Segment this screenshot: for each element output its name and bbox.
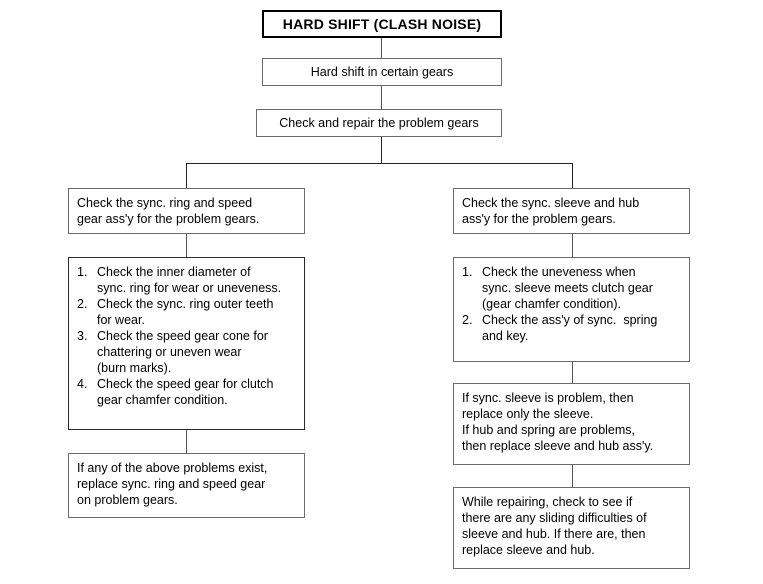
connector-title-to-symptom: [381, 38, 382, 58]
connector-symptom-to-action: [381, 86, 382, 109]
left-step-number-3: 3.: [77, 329, 88, 343]
flowchart-title-box: HARD SHIFT (CLASH NOISE): [262, 10, 502, 38]
connector-split-to-left-branch: [186, 163, 187, 188]
left-step-item-4: 4. Check the speed gear for clutch gear …: [77, 376, 296, 408]
left-step-item-2: 2. Check the sync. ring outer teeth for …: [77, 296, 296, 328]
connector-action-to-split: [381, 137, 382, 164]
right-note-line-3: sleeve and hub. If there are, then: [462, 527, 646, 541]
left-step-number-1: 1.: [77, 265, 88, 279]
left-step-3-line-2: chattering or uneven wear: [97, 345, 242, 359]
right-step-1-line-1: Check the uneveness when: [482, 265, 636, 279]
right-step-1-line-2: sync. sleeve meets clutch gear: [482, 281, 653, 295]
action-label: Check and repair the problem gears: [279, 116, 479, 130]
right-step-1-line-3: (gear chamfer condition).: [482, 297, 621, 311]
connector-split-horizontal: [186, 163, 573, 164]
right-result-line-3: If hub and spring are problems,: [462, 423, 636, 437]
symptom-box: Hard shift in certain gears: [262, 58, 502, 86]
left-step-2-line-2: for wear.: [97, 313, 145, 327]
left-result-line-1: If any of the above problems exist,: [77, 461, 268, 475]
left-step-1-line-1: Check the inner diameter of: [97, 265, 251, 279]
left-step-number-2: 2.: [77, 297, 88, 311]
left-step-1-line-2: sync. ring for wear or uneveness.: [97, 281, 282, 295]
right-steps-box: 1. Check the uneveness when sync. sleeve…: [453, 257, 690, 362]
symptom-label: Hard shift in certain gears: [310, 65, 454, 79]
left-step-4-line-1: Check the speed gear for clutch: [97, 377, 274, 391]
right-note-box: While repairing, check to see if there a…: [453, 487, 690, 569]
right-check-line-2: ass'y for the problem gears.: [462, 212, 616, 226]
right-step-number-1: 1.: [462, 265, 473, 279]
left-result-line-3: on problem gears.: [77, 493, 178, 507]
right-note-line-2: there are any sliding difficulties of: [462, 511, 647, 525]
connector-right-steps-to-result: [572, 362, 573, 383]
left-step-item-3: 3. Check the speed gear cone for chatter…: [77, 328, 296, 376]
left-step-3-line-3: (burn marks).: [97, 361, 172, 375]
right-step-2-line-2: and key.: [482, 329, 529, 343]
flowchart-title-label: HARD SHIFT (CLASH NOISE): [282, 16, 482, 32]
right-step-item-1: 1. Check the uneveness when sync. sleeve…: [462, 264, 681, 312]
right-result-line-4: then replace sleeve and hub ass'y.: [462, 439, 654, 453]
right-step-2-line-1: Check the ass'y of sync. spring: [482, 313, 658, 327]
right-step-item-2: 2. Check the ass'y of sync. spring and k…: [462, 312, 681, 344]
left-step-item-1: 1. Check the inner diameter of sync. rin…: [77, 264, 296, 296]
left-step-4-line-2: gear chamfer condition.: [97, 393, 228, 407]
left-steps-list: 1. Check the inner diameter of sync. rin…: [77, 264, 296, 408]
right-result-line-1: If sync. sleeve is problem, then: [462, 391, 634, 405]
connector-right-result-to-note: [572, 465, 573, 487]
right-result-line-2: replace only the sleeve.: [462, 407, 594, 421]
left-step-3-line-1: Check the speed gear cone for: [97, 329, 268, 343]
right-step-number-2: 2.: [462, 313, 473, 327]
connector-left-steps-to-result: [186, 430, 187, 453]
left-check-line-1: Check the sync. ring and speed: [77, 196, 253, 210]
right-result-box: If sync. sleeve is problem, then replace…: [453, 383, 690, 465]
left-check-box: Check the sync. ring and speed gear ass'…: [68, 188, 305, 234]
left-step-2-line-1: Check the sync. ring outer teeth: [97, 297, 274, 311]
left-result-box: If any of the above problems exist, repl…: [68, 453, 305, 518]
left-steps-box: 1. Check the inner diameter of sync. rin…: [68, 257, 305, 430]
connector-split-to-right-branch: [572, 163, 573, 188]
left-check-line-2: gear ass'y for the problem gears.: [77, 212, 260, 226]
right-note-line-1: While repairing, check to see if: [462, 495, 633, 509]
left-result-line-2: replace sync. ring and speed gear: [77, 477, 266, 491]
right-check-box: Check the sync. sleeve and hub ass'y for…: [453, 188, 690, 234]
right-steps-list: 1. Check the uneveness when sync. sleeve…: [462, 264, 681, 344]
left-step-number-4: 4.: [77, 377, 88, 391]
right-check-line-1: Check the sync. sleeve and hub: [462, 196, 640, 210]
connector-left-check-to-steps: [186, 234, 187, 257]
action-box: Check and repair the problem gears: [256, 109, 502, 137]
right-note-line-4: replace sleeve and hub.: [462, 543, 595, 557]
connector-right-check-to-steps: [572, 234, 573, 257]
